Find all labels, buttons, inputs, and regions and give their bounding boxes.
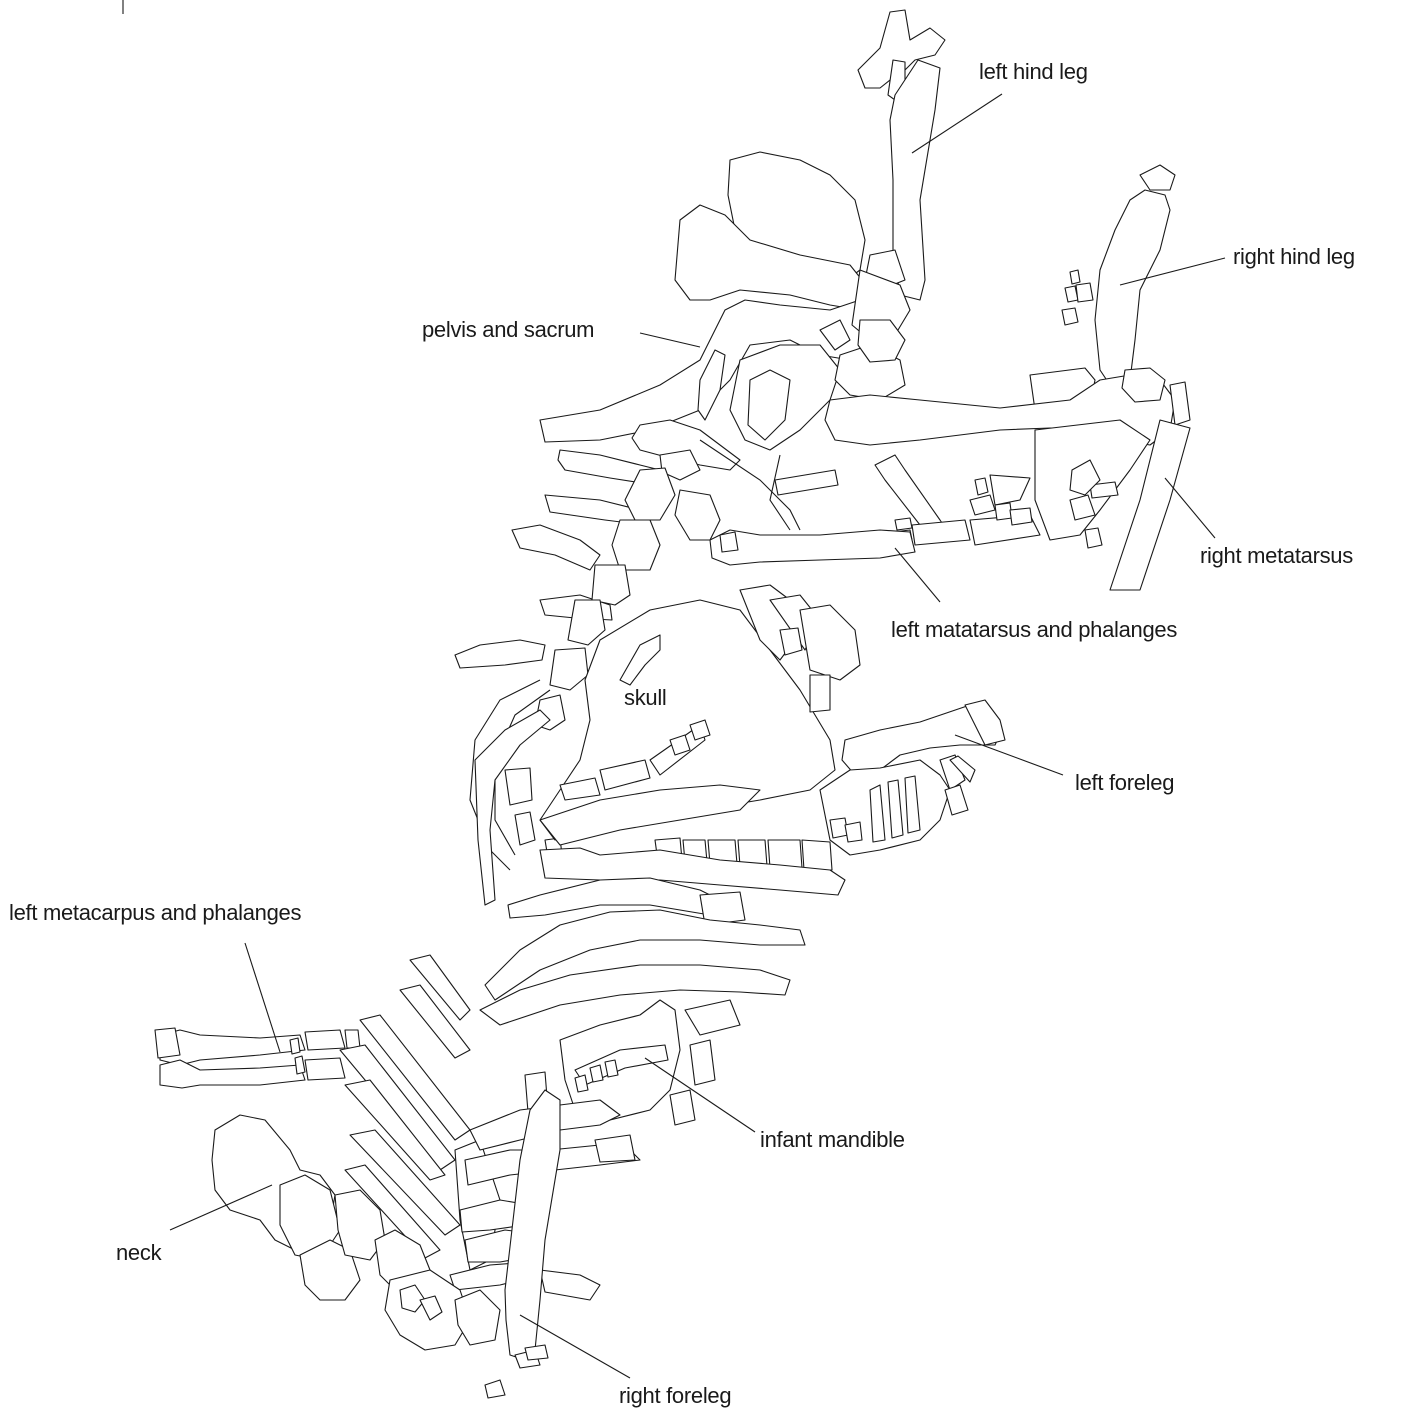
label-right-hind-leg: right hind leg (1233, 246, 1355, 268)
left-metacarpus-bones (155, 1028, 360, 1088)
left-foreleg-bones (820, 700, 1005, 855)
left-hind-leg-bones (858, 10, 945, 300)
label-left-metacarpus-and-phalanges: left metacarpus and phalanges (9, 902, 301, 924)
label-left-hind-leg: left hind leg (979, 61, 1088, 83)
leader-pelvis-and-sacrum (640, 333, 700, 347)
label-skull: skull (624, 687, 667, 709)
label-left-foreleg: left foreleg (1075, 772, 1174, 794)
leader-left-matatarsus (895, 548, 940, 602)
pelvis-and-sacrum-bones (540, 152, 910, 495)
leader-left-metacarpus (245, 943, 280, 1052)
label-right-metatarsus: right metatarsus (1200, 545, 1353, 567)
label-neck: neck (116, 1242, 161, 1264)
label-left-matatarsus-and-phalanges: left matatarsus and phalanges (891, 619, 1177, 641)
label-pelvis-and-sacrum: pelvis and sacrum (422, 319, 594, 341)
leader-right-metatarsus (1165, 478, 1215, 538)
label-infant-mandible: infant mandible (760, 1129, 905, 1151)
left-metatarsus-bones (710, 455, 1040, 565)
label-right-foreleg: right foreleg (619, 1385, 731, 1407)
